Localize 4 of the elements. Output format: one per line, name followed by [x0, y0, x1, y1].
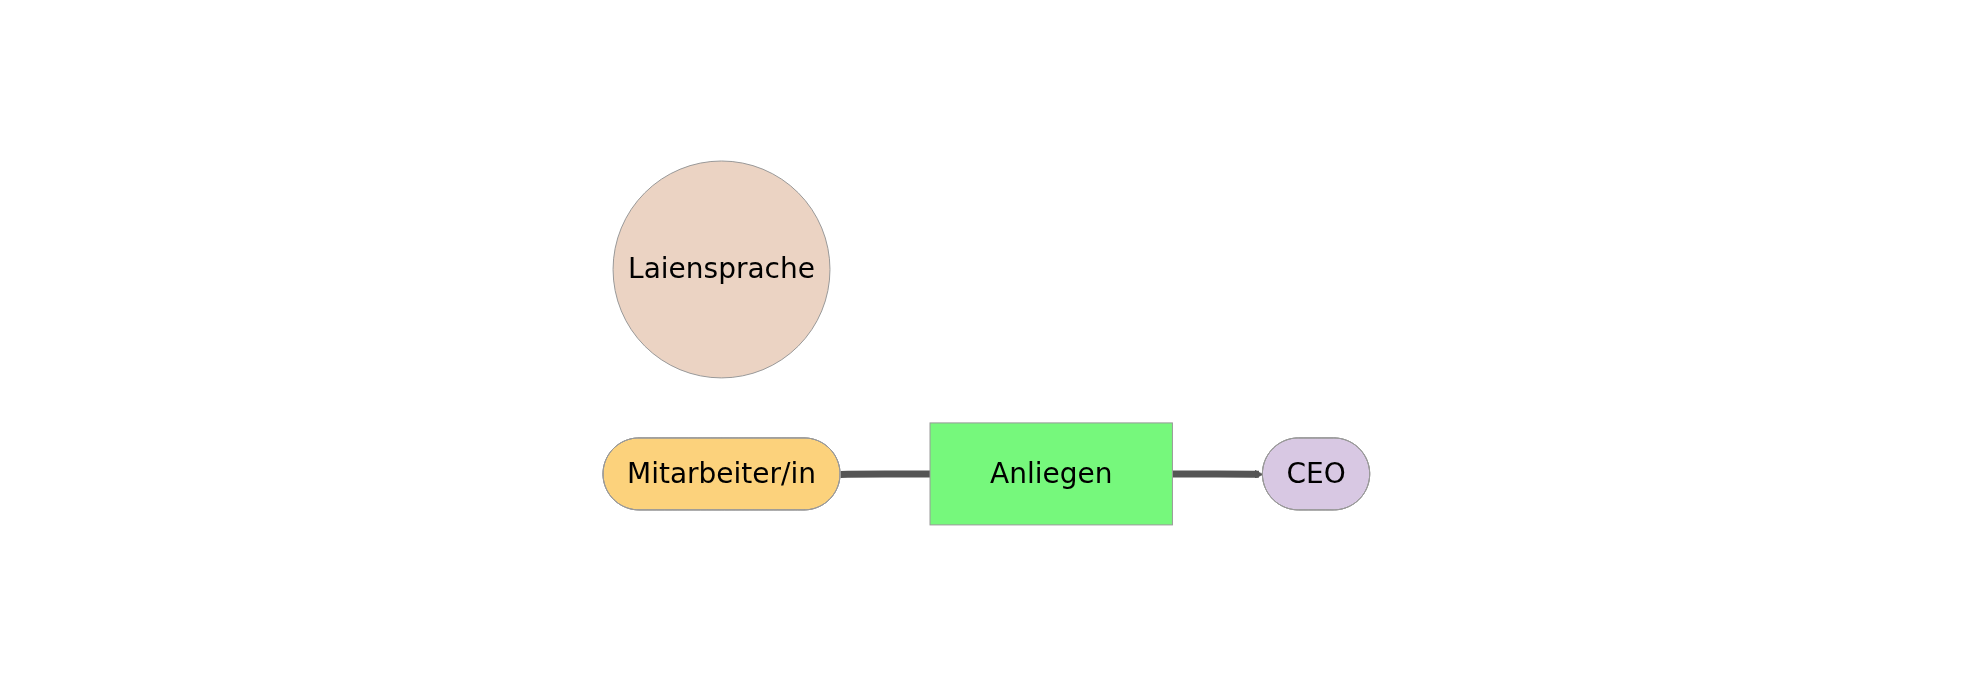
arrow: [1172, 469, 1263, 479]
node-box: Anliegen: [929, 422, 1173, 526]
connector: [840, 470, 930, 478]
node-circle: Laiensprache: [612, 160, 831, 379]
